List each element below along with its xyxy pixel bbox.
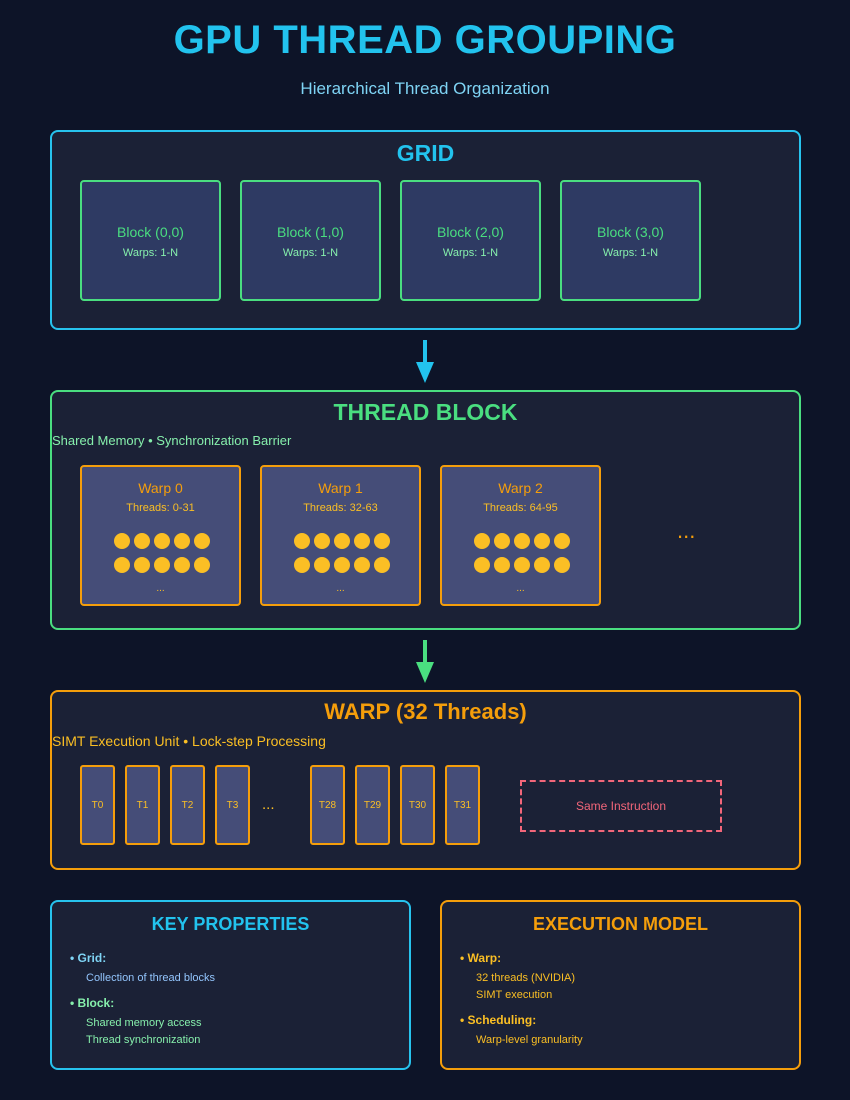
- thread-dot: [154, 557, 170, 573]
- thread-dot: [194, 533, 210, 549]
- warp-threads: Threads: 0-31: [126, 502, 195, 514]
- thread-dot: [294, 557, 310, 573]
- block-warps: Warps: 1-N: [282, 247, 339, 259]
- thread-cell: T29: [355, 765, 390, 845]
- thread-cell: T3: [215, 765, 250, 845]
- grid-block: Block (3,0) Warps: 1-N: [560, 180, 701, 301]
- block-label: Block (3,0): [597, 224, 664, 240]
- thread-dot: [354, 557, 370, 573]
- page-title: GPU THREAD GROUPING: [173, 18, 677, 62]
- thread-dot: [314, 533, 330, 549]
- thread-dot: [294, 533, 310, 549]
- thread-dot: [334, 533, 350, 549]
- thread-block-title: THREAD BLOCK: [333, 399, 518, 425]
- block-label: Block (0,0): [117, 224, 184, 240]
- block-label: Block (2,0): [437, 224, 504, 240]
- warp-ellipsis: ...: [336, 583, 345, 594]
- grid-title: GRID: [396, 140, 455, 166]
- warp-label: Warp 0: [138, 480, 183, 496]
- warp-label: Warp 1: [318, 480, 363, 496]
- thread-block-subtitle: Shared Memory • Synchronization Barrier: [52, 433, 292, 448]
- thread-dot: [554, 533, 570, 549]
- warp-ellipsis: ...: [156, 583, 165, 594]
- scheduling-detail: Warp-level granularity: [476, 1034, 583, 1046]
- scheduling-bullet: • Scheduling:: [460, 1013, 537, 1027]
- block-label: Block (1,0): [277, 224, 344, 240]
- same-instruction-box: Same Instruction: [520, 780, 722, 832]
- key-properties-title: KEY PROPERTIES: [151, 914, 310, 934]
- grid-detail: Collection of thread blocks: [86, 972, 216, 984]
- grid-block: Block (0,0) Warps: 1-N: [80, 180, 221, 301]
- warp-box: Warp 0 Threads: 0-31 ...: [80, 465, 241, 606]
- block-detail: Thread synchronization: [86, 1034, 201, 1046]
- thread-dot: [534, 557, 550, 573]
- block-detail: Shared memory access: [86, 1017, 202, 1029]
- thread-dot: [174, 533, 190, 549]
- thread-dot: [494, 533, 510, 549]
- thread-dot: [534, 533, 550, 549]
- thread-dot: [134, 533, 150, 549]
- warp-threads: Threads: 32-63: [303, 502, 378, 514]
- thread-dot: [114, 533, 130, 549]
- thread-dot: [474, 557, 490, 573]
- key-properties-panel: KEY PROPERTIES • Grid: Collection of thr…: [50, 900, 411, 1070]
- thread-dot: [134, 557, 150, 573]
- warp-detail: SIMT execution: [476, 989, 553, 1001]
- thread-cell: T1: [125, 765, 160, 845]
- thread-dot: [334, 557, 350, 573]
- thread-dot: [354, 533, 370, 549]
- thread-block-panel: THREAD BLOCK Shared Memory • Synchroniza…: [50, 390, 801, 630]
- grid-block: Block (1,0) Warps: 1-N: [240, 180, 381, 301]
- warp-threads: Threads: 64-95: [483, 502, 558, 514]
- more-warps-ellipsis: ...: [677, 518, 696, 543]
- warp-panel: WARP (32 Threads) SIMT Execution Unit • …: [50, 690, 801, 870]
- thread-ellipsis: ...: [262, 796, 275, 813]
- block-warps: Warps: 1-N: [602, 247, 659, 259]
- grid-bullet: • Grid:: [70, 951, 107, 965]
- thread-dot: [514, 533, 530, 549]
- grid-panel: GRID Block (0,0) Warps: 1-N Block (1,0) …: [50, 130, 801, 330]
- warp-box: Warp 2 Threads: 64-95 ...: [440, 465, 601, 606]
- thread-dot: [174, 557, 190, 573]
- grid-block: Block (2,0) Warps: 1-N: [400, 180, 541, 301]
- block-bullet: • Block:: [70, 996, 115, 1010]
- warp-subtitle: SIMT Execution Unit • Lock-step Processi…: [52, 733, 326, 749]
- block-warps: Warps: 1-N: [122, 247, 179, 259]
- thread-dot: [494, 557, 510, 573]
- thread-cell: T2: [170, 765, 205, 845]
- thread-dot: [314, 557, 330, 573]
- thread-dot: [154, 533, 170, 549]
- thread-dot: [474, 533, 490, 549]
- thread-cell: T31: [445, 765, 480, 845]
- warp-bullet: • Warp:: [460, 951, 502, 965]
- warp-detail: 32 threads (NVIDIA): [476, 972, 576, 984]
- down-arrow-icon: [416, 340, 434, 383]
- thread-dot: [554, 557, 570, 573]
- block-warps: Warps: 1-N: [442, 247, 499, 259]
- execution-model-title: EXECUTION MODEL: [532, 914, 708, 934]
- thread-dot: [194, 557, 210, 573]
- warp-box: Warp 1 Threads: 32-63 ...: [260, 465, 421, 606]
- thread-cell: T30: [400, 765, 435, 845]
- execution-model-panel: EXECUTION MODEL • Warp: 32 threads (NVID…: [440, 900, 801, 1070]
- thread-dot: [374, 533, 390, 549]
- thread-dot: [374, 557, 390, 573]
- warp-label: Warp 2: [498, 480, 543, 496]
- warp-title: WARP (32 Threads): [324, 699, 527, 724]
- thread-cell: T28: [310, 765, 345, 845]
- down-arrow-icon: [416, 640, 434, 683]
- thread-dot: [514, 557, 530, 573]
- thread-dot: [114, 557, 130, 573]
- page-subtitle: Hierarchical Thread Organization: [300, 79, 550, 98]
- thread-cell: T0: [80, 765, 115, 845]
- warp-ellipsis: ...: [516, 583, 525, 594]
